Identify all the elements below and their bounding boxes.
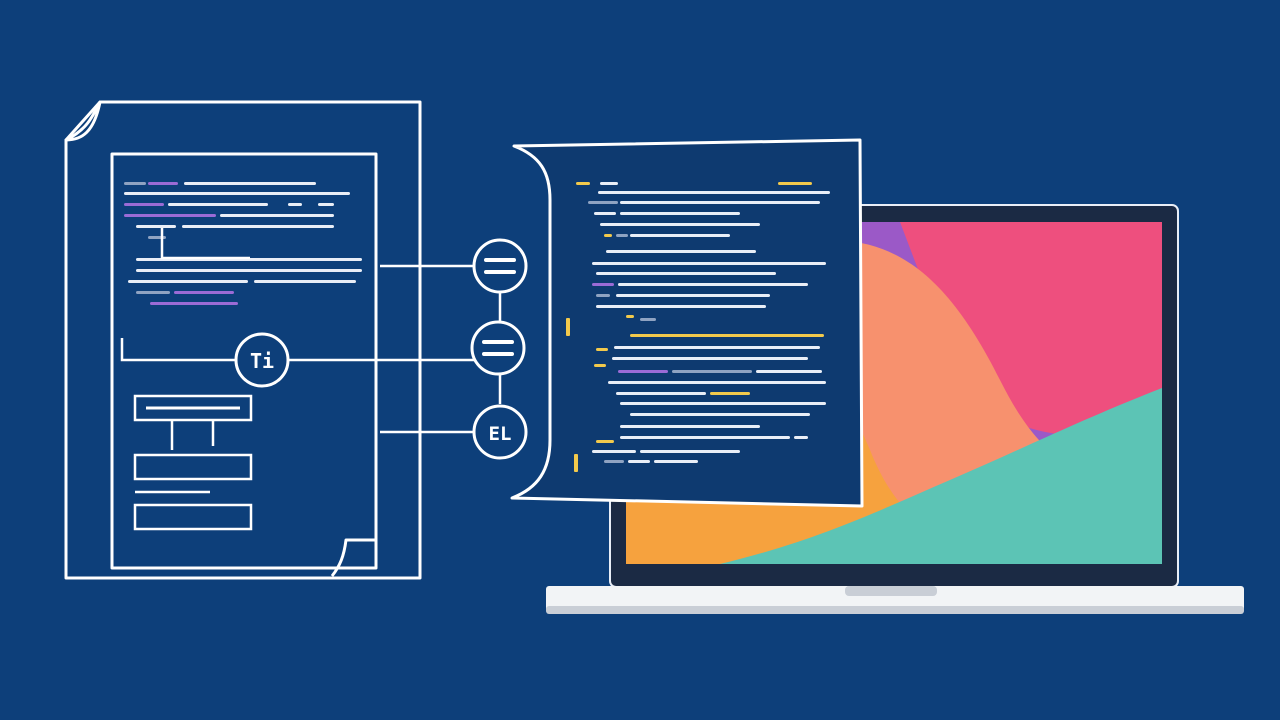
code-line	[756, 370, 822, 373]
wave-pink	[900, 222, 1162, 435]
code-line	[672, 370, 752, 373]
code-line	[136, 291, 170, 294]
code-line	[600, 223, 760, 226]
code-symbol-icon: Ti	[250, 349, 274, 373]
code-line	[254, 280, 356, 283]
document-outline	[64, 100, 422, 580]
code-line	[576, 182, 590, 185]
document-fold-bottom	[330, 538, 376, 577]
code-line	[608, 381, 826, 384]
code-line	[620, 425, 760, 428]
code-line	[318, 203, 334, 206]
code-line	[604, 460, 624, 463]
code-line	[604, 234, 612, 237]
code-line	[124, 182, 146, 185]
flow-box-middle	[133, 453, 253, 481]
code-line	[150, 302, 238, 305]
code-line	[620, 402, 826, 405]
node-top	[472, 238, 528, 294]
code-line	[630, 234, 730, 237]
equals-icon	[484, 258, 516, 274]
flow-box-bottom	[133, 503, 253, 531]
laptop-base	[546, 586, 1244, 612]
code-symbol-icon: EL	[489, 423, 512, 445]
code-line	[630, 413, 810, 416]
code-line	[288, 203, 302, 206]
code-line	[596, 294, 610, 297]
source-document	[64, 100, 422, 580]
code-line	[710, 392, 750, 395]
code-line	[612, 357, 808, 360]
code-line	[640, 450, 740, 453]
output-code-lines	[576, 182, 830, 463]
code-line	[614, 346, 820, 349]
code-line	[596, 440, 614, 443]
code-line	[592, 262, 826, 265]
code-line	[174, 291, 234, 294]
code-line	[620, 436, 790, 439]
code-line	[124, 214, 216, 217]
code-line	[616, 294, 770, 297]
code-line	[628, 460, 650, 463]
code-line	[794, 436, 808, 439]
node-bottom: EL	[472, 404, 528, 460]
code-line	[654, 460, 698, 463]
code-line	[596, 272, 776, 275]
code-line	[136, 269, 362, 272]
laptop-base-shadow	[546, 606, 1244, 614]
code-line	[630, 334, 824, 337]
code-line	[626, 315, 634, 318]
code-line	[128, 280, 248, 283]
code-line	[596, 305, 766, 308]
code-line	[598, 191, 830, 194]
code-line	[588, 201, 618, 204]
code-line	[616, 392, 706, 395]
source-flowchart	[120, 228, 502, 531]
code-line	[596, 348, 608, 351]
document-fold-top	[64, 100, 102, 142]
code-line	[592, 283, 614, 286]
flow-connector-branch	[120, 338, 238, 362]
laptop-trackpad-notch	[845, 586, 937, 596]
equals-icon	[482, 340, 514, 356]
code-line	[778, 182, 812, 185]
code-line	[618, 283, 808, 286]
code-line	[618, 370, 668, 373]
code-line	[136, 225, 176, 228]
bracket-marks	[566, 318, 578, 472]
code-line	[594, 212, 616, 215]
source-code-lines	[124, 182, 362, 305]
code-line	[620, 212, 740, 215]
flow-connector-left	[160, 228, 250, 260]
node-left: Ti	[234, 332, 290, 388]
code-line	[606, 250, 756, 253]
code-line	[220, 214, 334, 217]
code-line	[148, 182, 178, 185]
code-line	[182, 225, 334, 228]
flow-box-top	[133, 394, 253, 422]
node-middle	[470, 320, 526, 376]
code-line	[124, 203, 164, 206]
code-line	[616, 234, 628, 237]
code-line	[124, 192, 350, 195]
code-line	[148, 236, 166, 239]
code-line	[620, 201, 820, 204]
wave-teal	[720, 388, 1162, 564]
code-line	[594, 364, 606, 367]
code-line	[592, 450, 636, 453]
code-line	[168, 203, 268, 206]
code-line	[640, 318, 656, 321]
code-line	[600, 182, 618, 185]
code-line	[184, 182, 316, 185]
